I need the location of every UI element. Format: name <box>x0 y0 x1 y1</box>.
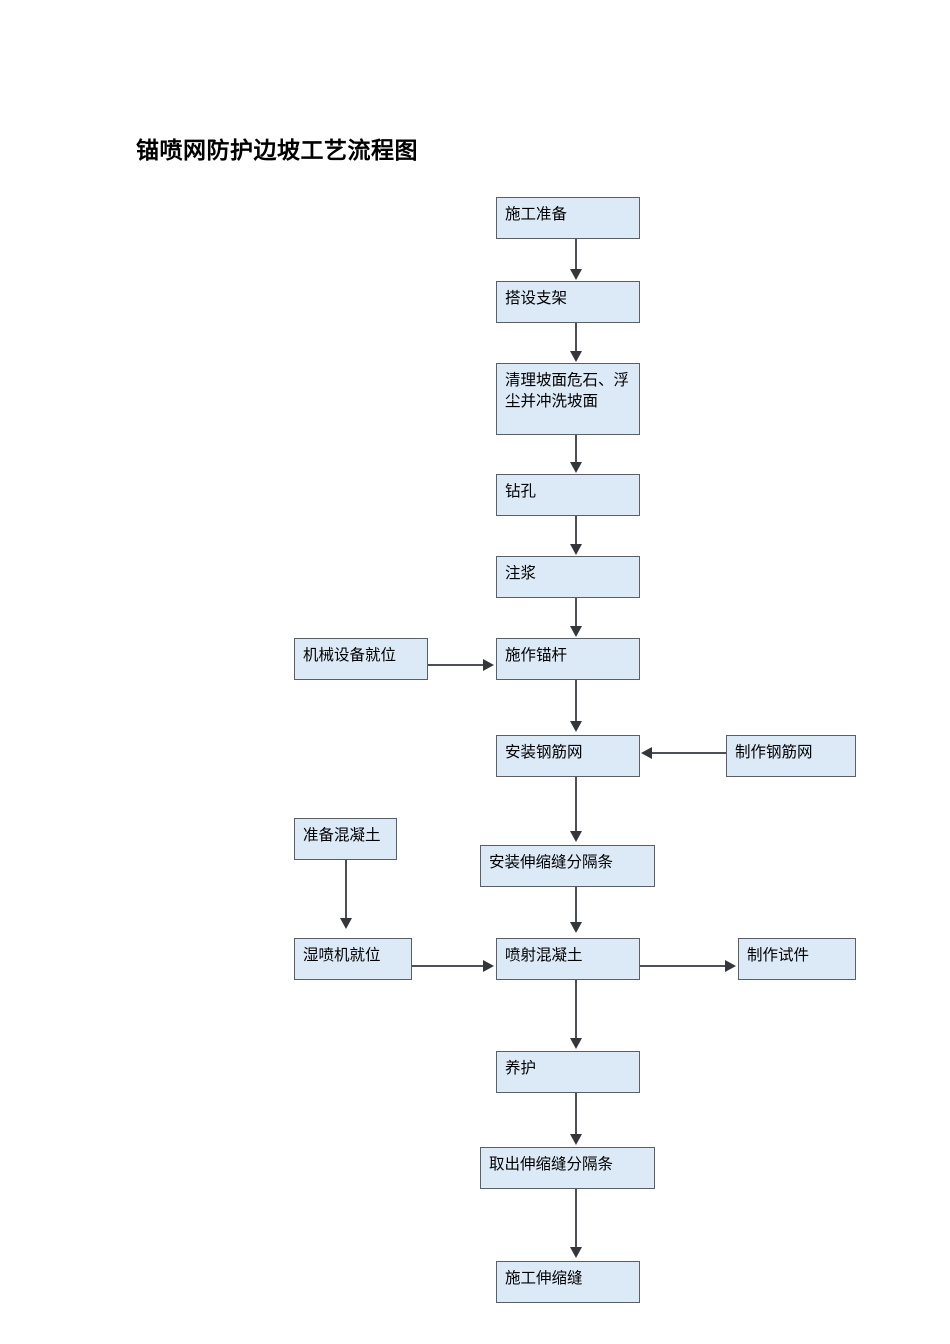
node-remove-expansion-joint-strip[interactable]: 取出伸缩缝分隔条 <box>480 1147 655 1189</box>
connector-n12-n13 <box>412 965 485 967</box>
connector-n8-n11 <box>575 777 577 833</box>
node-install-expansion-joint-strip[interactable]: 安装伸缩缝分隔条 <box>480 845 655 887</box>
node-shotcrete[interactable]: 喷射混凝土 <box>496 938 640 980</box>
node-fabricate-steel-mesh[interactable]: 制作钢筋网 <box>726 735 856 777</box>
connector-n2-n3 <box>575 323 577 353</box>
arrowhead-n7-n6 <box>483 659 494 671</box>
arrowhead-n10-n12 <box>340 918 352 929</box>
connector-n1-n2 <box>575 239 577 271</box>
connector-n11-n13 <box>575 887 577 924</box>
node-make-test-specimen[interactable]: 制作试件 <box>738 938 856 980</box>
node-wet-sprayer-in-position[interactable]: 湿喷机就位 <box>294 938 412 980</box>
node-machinery-in-position[interactable]: 机械设备就位 <box>294 638 428 680</box>
arrowhead-n12-n13 <box>483 960 494 972</box>
arrowhead-n11-n13 <box>570 922 582 933</box>
arrowhead-n13-n15 <box>570 1038 582 1049</box>
connector-n5-n6 <box>575 598 577 628</box>
connector-n13-n15 <box>575 980 577 1040</box>
node-clean-slope-surface[interactable]: 清理坡面危石、浮 尘并冲洗坡面 <box>496 363 640 435</box>
node-drilling[interactable]: 钻孔 <box>496 474 640 516</box>
node-prepare-concrete[interactable]: 准备混凝土 <box>294 818 397 860</box>
connector-n4-n5 <box>575 516 577 546</box>
arrowhead-n9-n8 <box>641 747 652 759</box>
node-install-anchor-rod[interactable]: 施作锚杆 <box>496 638 640 680</box>
connector-n3-n4 <box>575 435 577 464</box>
connector-n7-n6 <box>428 664 485 666</box>
node-construct-expansion-joint[interactable]: 施工伸缩缝 <box>496 1261 640 1303</box>
arrowhead-n16-n17 <box>570 1247 582 1258</box>
arrowhead-n13-n14 <box>725 960 736 972</box>
connector-n16-n17 <box>575 1189 577 1249</box>
page-title: 锚喷网防护边坡工艺流程图 <box>136 138 418 164</box>
connector-n6-n8 <box>575 680 577 723</box>
arrowhead-n6-n8 <box>570 721 582 732</box>
connector-n9-n8 <box>652 752 726 754</box>
node-grouting[interactable]: 注浆 <box>496 556 640 598</box>
connector-n13-n14 <box>640 965 727 967</box>
node-erect-scaffolding[interactable]: 搭设支架 <box>496 281 640 323</box>
connector-n10-n12 <box>345 860 347 920</box>
arrowhead-n2-n3 <box>570 351 582 362</box>
node-install-steel-mesh[interactable]: 安装钢筋网 <box>496 735 640 777</box>
arrowhead-n5-n6 <box>570 626 582 637</box>
arrowhead-n15-n16 <box>570 1134 582 1145</box>
arrowhead-n4-n5 <box>570 544 582 555</box>
arrowhead-n1-n2 <box>570 269 582 280</box>
node-curing[interactable]: 养护 <box>496 1051 640 1093</box>
node-construction-preparation[interactable]: 施工准备 <box>496 197 640 239</box>
connector-n15-n16 <box>575 1093 577 1136</box>
arrowhead-n3-n4 <box>570 462 582 473</box>
arrowhead-n8-n11 <box>570 831 582 842</box>
